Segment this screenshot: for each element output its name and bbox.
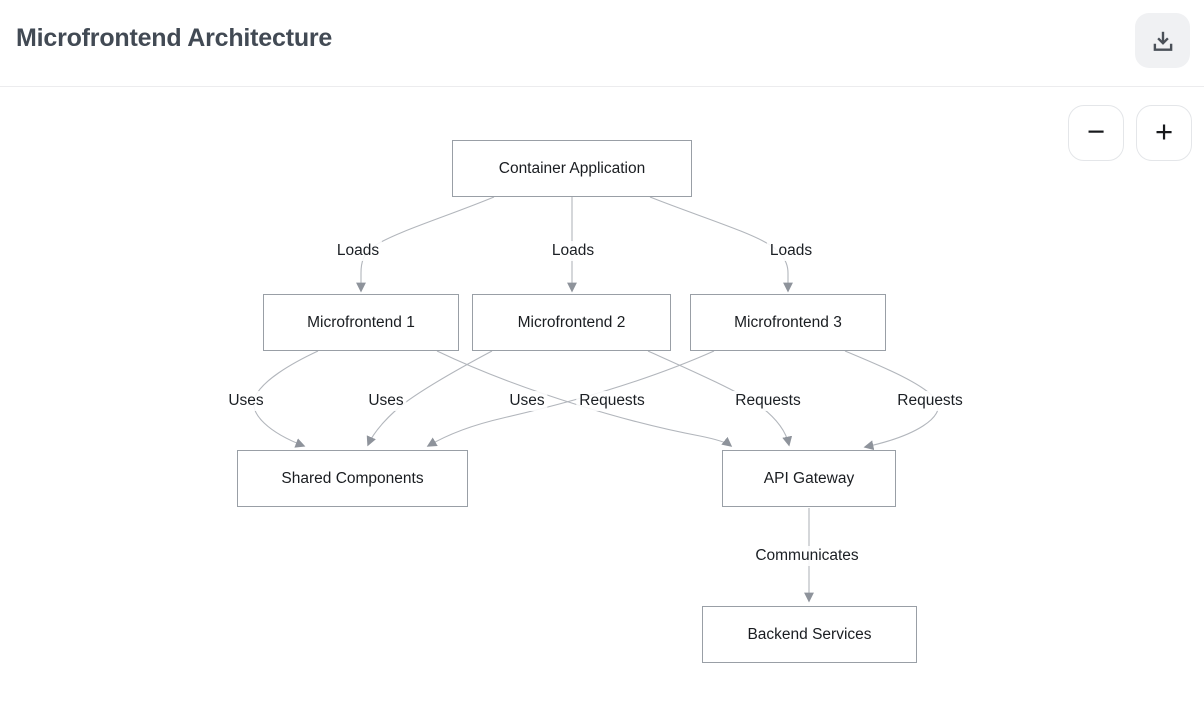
edge-label-mf1-api: Requests	[576, 391, 648, 411]
edge-label-mf3-api: Requests	[894, 391, 966, 411]
edge-label-mf2-shared: Uses	[365, 391, 407, 411]
edge-label-mf2-api: Requests	[732, 391, 804, 411]
node-label: Shared Components	[281, 469, 424, 487]
edge-label-container-mf2: Loads	[548, 241, 598, 261]
page-title: Microfrontend Architecture	[16, 24, 333, 52]
edge-label-mf1-shared: Uses	[225, 391, 267, 411]
plus-icon: +	[1154, 114, 1174, 149]
minus-icon: −	[1086, 114, 1106, 149]
download-button[interactable]	[1135, 13, 1190, 68]
edge-label-mf3-shared: Uses	[506, 391, 548, 411]
diagram-node-mf2: Microfrontend 2	[472, 294, 671, 351]
node-label: Backend Services	[747, 625, 872, 643]
node-label: Microfrontend 3	[734, 313, 842, 331]
edge-label-container-mf3: Loads	[766, 241, 816, 261]
node-label: Microfrontend 2	[517, 313, 626, 331]
diagram-node-api: API Gateway	[722, 450, 896, 507]
download-icon	[1153, 31, 1172, 51]
diagram-node-backend: Backend Services	[702, 606, 917, 663]
zoom-in-button[interactable]: +	[1136, 105, 1192, 161]
zoom-out-button[interactable]: −	[1068, 105, 1124, 161]
edge-label-container-mf1: Loads	[333, 241, 383, 261]
node-label: API Gateway	[763, 469, 855, 487]
node-label: Container Application	[498, 159, 646, 177]
node-label: Microfrontend 1	[307, 313, 415, 331]
header: Microfrontend Architecture	[0, 0, 1204, 87]
diagram-node-container: Container Application	[452, 140, 692, 197]
diagram-node-shared: Shared Components	[237, 450, 468, 507]
diagram-node-mf3: Microfrontend 3	[690, 294, 886, 351]
edge-label-api-backend: Communicates	[752, 546, 862, 566]
edge-mf3-shared	[426, 350, 715, 447]
diagram-node-mf1: Microfrontend 1	[263, 294, 459, 351]
